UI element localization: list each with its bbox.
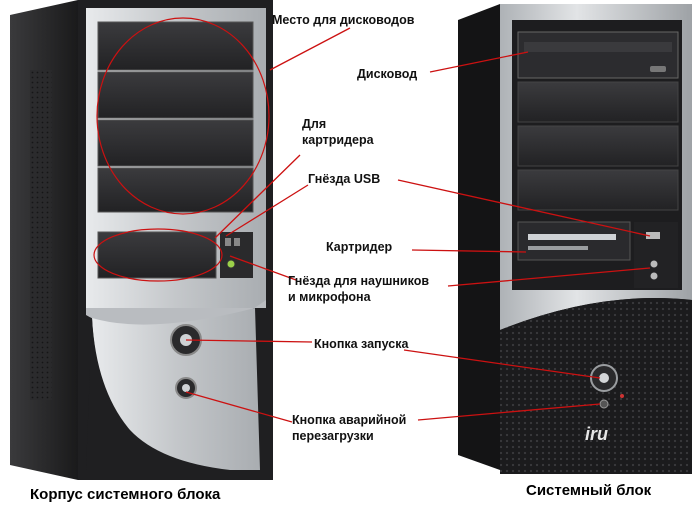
- label-power-button: Кнопка запуска: [314, 337, 409, 351]
- callout-line-card-reader: [411, 249, 527, 253]
- right-case-usb-port: [646, 232, 660, 239]
- left-case-usb-port-2: [234, 238, 240, 246]
- drive-bays-ellipse: [96, 17, 270, 215]
- label-usb-ports: Гнёзда USB: [308, 172, 381, 186]
- caption-left: Корпус системного блока: [30, 486, 221, 503]
- cartridge-place-ellipse: [93, 228, 223, 282]
- callout-line-cartridge-place: [214, 154, 301, 239]
- label-audio-jacks-2: и микрофона: [288, 290, 371, 304]
- right-case: [458, 4, 692, 474]
- label-cartridge-place-1: Для: [302, 117, 327, 131]
- label-audio-jacks-1: Гнёзда для наушников: [288, 274, 430, 288]
- callout-line-right-audio: [447, 267, 651, 287]
- brand-logo: iru: [585, 424, 608, 444]
- left-case-bay-2: [97, 71, 254, 119]
- label-card-reader: Картридер: [326, 240, 393, 254]
- callout-line-left-audio: [229, 255, 297, 281]
- left-case-bay-3: [97, 119, 254, 167]
- left-case: [10, 0, 273, 480]
- callout-line-left-reset: [185, 391, 293, 423]
- left-case-bay-1: [97, 21, 254, 71]
- left-case-usb-port-1: [225, 238, 231, 246]
- right-case-side: [458, 4, 500, 470]
- left-case-audio-jack: [226, 259, 236, 269]
- right-case-card-reader: [517, 221, 631, 261]
- callout-line-right-power: [403, 349, 601, 379]
- callout-line-right-usb: [397, 179, 651, 237]
- left-case-side-vent: [30, 70, 52, 400]
- callout-line-left-power: [185, 339, 313, 343]
- label-reset-button-1: Кнопка аварийной: [292, 413, 407, 427]
- right-case-audio-jack-1: [650, 260, 658, 268]
- callout-lines: [185, 27, 651, 423]
- right-case-audio-jack-2: [650, 272, 658, 280]
- left-case-small-bay: [97, 231, 217, 279]
- label-drive-bays: Место для дисководов: [272, 13, 415, 27]
- callout-line-left-usb: [225, 184, 309, 237]
- callout-line-right-reset: [417, 403, 601, 421]
- right-case-bay-3: [517, 125, 679, 167]
- callout-line-optical-drive: [429, 51, 529, 73]
- label-reset-button-2: перезагрузки: [292, 429, 374, 443]
- caption-right: Системный блок: [526, 482, 652, 499]
- right-case-bay-2: [517, 81, 679, 123]
- label-optical-drive: Дисковод: [357, 67, 418, 81]
- right-case-bay-4: [517, 169, 679, 211]
- left-case-bay-4: [97, 167, 254, 213]
- right-case-reset-button: [599, 399, 609, 409]
- label-cartridge-place-2: картридера: [302, 133, 374, 147]
- callout-line-drive-bays: [269, 27, 351, 71]
